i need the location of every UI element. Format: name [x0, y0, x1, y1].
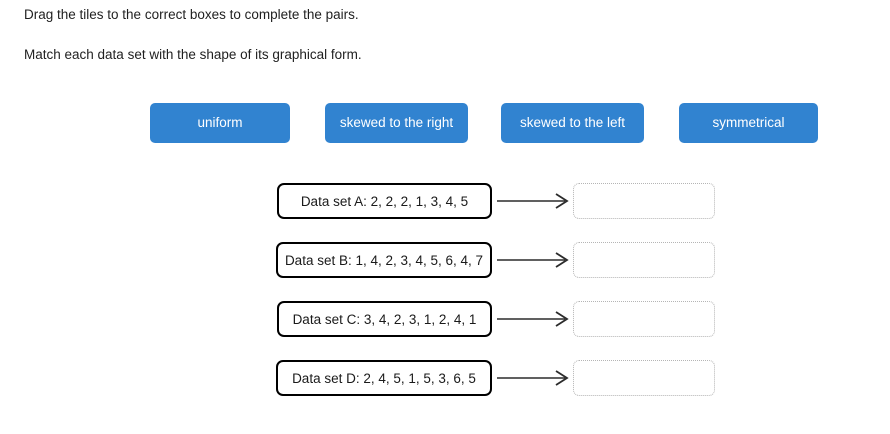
drop-zone-a[interactable]: [573, 183, 715, 219]
arrow-right-icon: [497, 309, 573, 329]
drop-zone-c[interactable]: [573, 301, 715, 337]
match-row: Data set C: 3, 4, 2, 3, 1, 2, 4, 1: [0, 301, 890, 337]
instruction-line-2: Match each data set with the shape of it…: [24, 47, 362, 62]
arrow-right-icon: [497, 191, 573, 211]
dataset-label-d: Data set D: 2, 4, 5, 1, 5, 3, 6, 5: [276, 360, 492, 396]
match-row: Data set A: 2, 2, 2, 1, 3, 4, 5: [0, 183, 890, 219]
dataset-label-b: Data set B: 1, 4, 2, 3, 4, 5, 6, 4, 7: [276, 242, 492, 278]
tile-symmetrical[interactable]: symmetrical: [679, 103, 818, 143]
match-row: Data set B: 1, 4, 2, 3, 4, 5, 6, 4, 7: [0, 242, 890, 278]
drop-zone-b[interactable]: [573, 242, 715, 278]
arrow-right-icon: [497, 368, 573, 388]
drop-zone-d[interactable]: [573, 360, 715, 396]
instruction-line-1: Drag the tiles to the correct boxes to c…: [24, 7, 359, 22]
arrow-right-icon: [497, 250, 573, 270]
dataset-label-a: Data set A: 2, 2, 2, 1, 3, 4, 5: [277, 183, 492, 219]
match-rows: Data set A: 2, 2, 2, 1, 3, 4, 5 Data set…: [0, 183, 890, 396]
instructions-block: Drag the tiles to the correct boxes to c…: [24, 6, 844, 64]
dataset-label-c: Data set C: 3, 4, 2, 3, 1, 2, 4, 1: [277, 301, 492, 337]
tile-tray: uniform skewed to the right skewed to th…: [0, 103, 890, 145]
tile-uniform[interactable]: uniform: [150, 103, 290, 143]
tile-skewed-to-the-right[interactable]: skewed to the right: [325, 103, 468, 143]
match-row: Data set D: 2, 4, 5, 1, 5, 3, 6, 5: [0, 360, 890, 396]
tile-skewed-to-the-left[interactable]: skewed to the left: [501, 103, 644, 143]
